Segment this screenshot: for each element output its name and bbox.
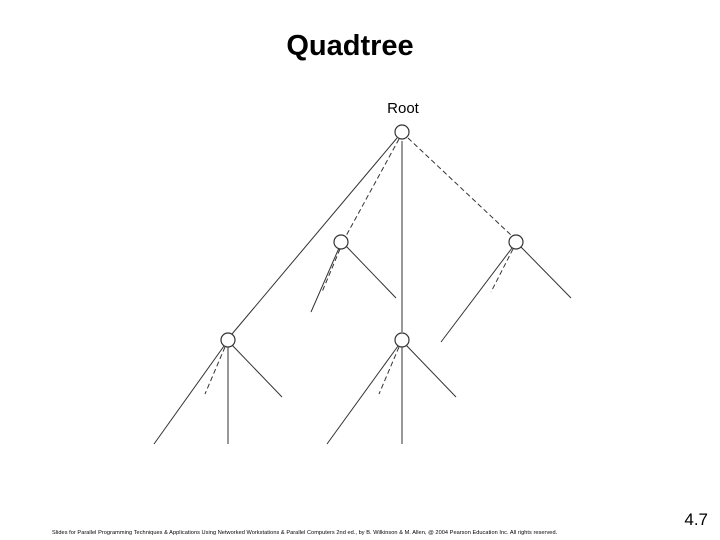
edge-node-c-leaf-1 [153, 345, 225, 445]
edge-node-b-leaf-3 [519, 245, 572, 299]
edge-node-d-leaf-4 [405, 344, 457, 398]
edge-root-to-right-child [407, 137, 513, 237]
slide-footer: Slides for Parallel Programming Techniqu… [52, 530, 558, 536]
slide-title: Quadtree [286, 30, 414, 62]
edge-node-a-leaf-1 [310, 247, 340, 313]
edge-node-b-leaf-2 [490, 248, 514, 293]
edge-root-to-left-child [231, 137, 398, 335]
edge-node-a-leaf-2 [321, 248, 341, 293]
node-a [333, 234, 349, 250]
tree-nodes [220, 124, 524, 348]
edge-node-d-leaf-1 [326, 345, 399, 445]
root-node [394, 124, 410, 140]
node-d [394, 332, 410, 348]
edge-node-b-leaf-1 [440, 247, 513, 343]
node-c [220, 332, 236, 348]
edge-node-c-leaf-4 [231, 344, 283, 398]
root-label: Root [387, 100, 420, 117]
tree-edges [153, 137, 572, 445]
edge-node-c-leaf-2 [204, 346, 226, 395]
slide-number: 4.7 [684, 510, 708, 529]
edge-node-a-leaf-3 [345, 245, 397, 299]
node-b [508, 234, 524, 250]
edge-node-d-leaf-2 [378, 346, 400, 395]
edge-root-to-inner-left-child [345, 138, 400, 237]
